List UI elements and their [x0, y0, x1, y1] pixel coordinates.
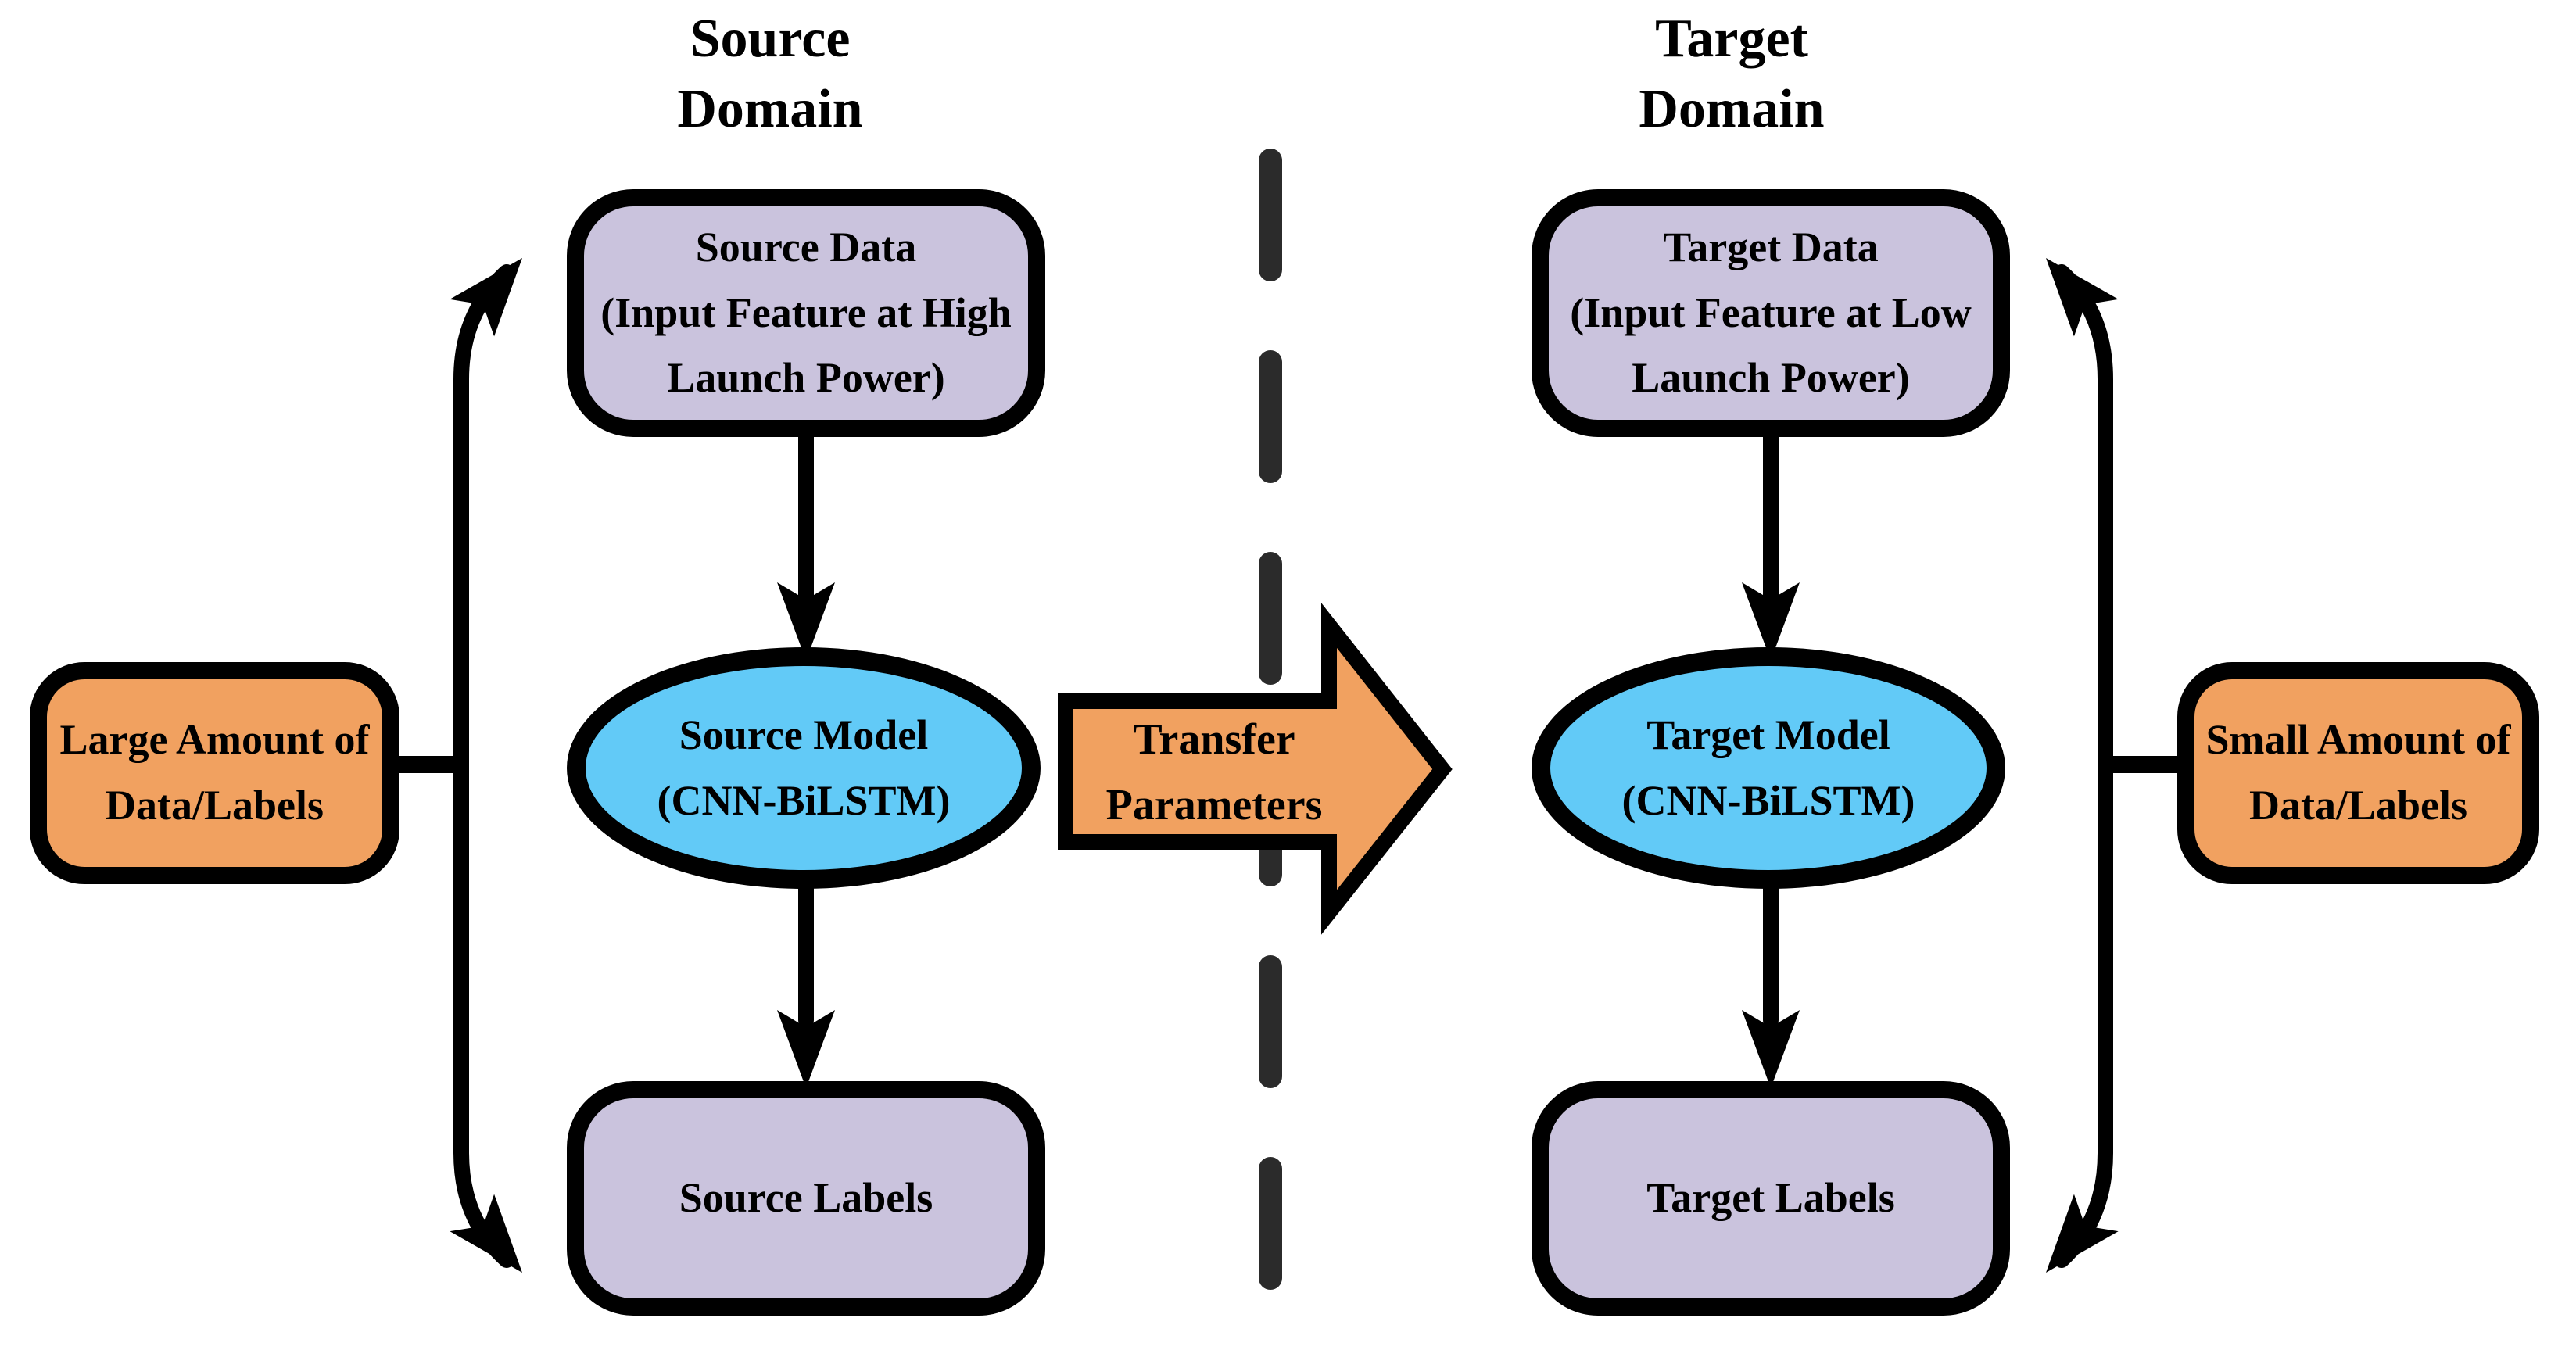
left-loop-top-arrowhead-icon: [450, 258, 522, 337]
right-loop-top-arrowhead-icon: [2046, 258, 2119, 337]
target-model-to-labels-arrowhead-icon: [1742, 1010, 1800, 1088]
target-domain-title: Target Domain: [1639, 9, 1825, 139]
target-model-node: Target Model (CNN-BiLSTM): [1532, 647, 2005, 889]
target-labels-node: Target Labels: [1532, 1081, 2010, 1316]
right-loop-bottom-arrowhead-icon: [2046, 1194, 2119, 1273]
source-data-node: Source Data (Input Feature at High Launc…: [567, 189, 1045, 437]
large-amount-node: Large Amount of Data/Labels: [30, 662, 399, 884]
left-loop-bottom-arrowhead-icon: [450, 1194, 522, 1273]
small-amount-node: Small Amount of Data/Labels: [2177, 662, 2539, 884]
target-data-node: Target Data (Input Feature at Low Launch…: [1532, 189, 2010, 437]
source-model-node: Source Model (CNN-BiLSTM): [567, 647, 1041, 889]
transfer-parameters-label: Transfer Parameters: [1105, 714, 1323, 829]
left-loop-arrow-line: [453, 264, 514, 1268]
source-domain-title: Source Domain: [677, 9, 863, 139]
source-model-to-labels-arrowhead-icon: [777, 1010, 835, 1088]
right-loop-arrow-line: [2054, 264, 2113, 1268]
source-labels-node: Source Labels: [567, 1081, 1045, 1316]
